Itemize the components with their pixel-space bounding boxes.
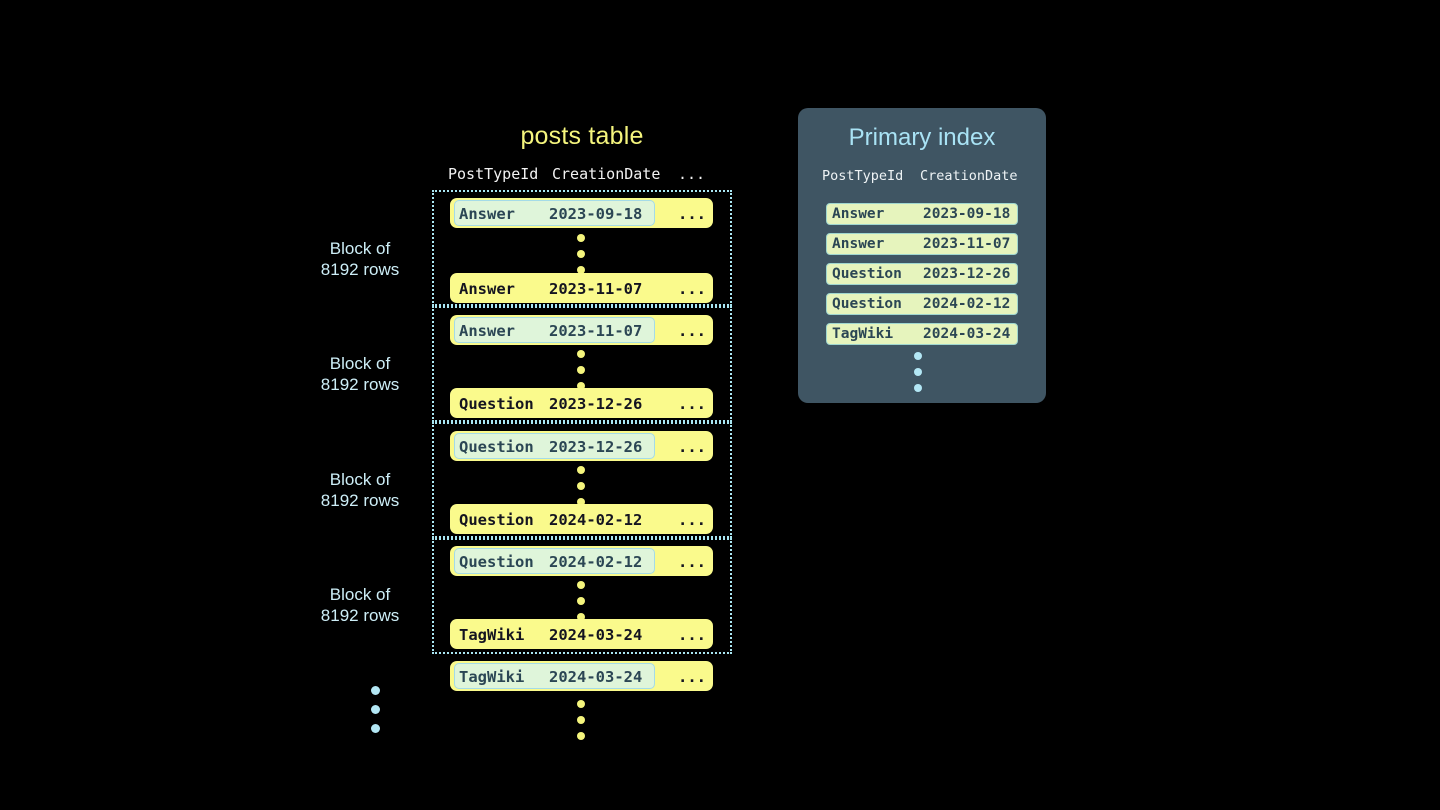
table-row-trailing: TagWiki 2024-03-24 ...	[450, 661, 713, 691]
index-cell-creation-date: 2024-03-24	[923, 326, 1011, 342]
cell-post-type-id: Answer	[459, 322, 515, 340]
posts-table-title: posts table	[520, 122, 644, 150]
index-cell-post-type-id: Answer	[832, 206, 885, 222]
cell-more: ...	[678, 280, 706, 298]
cell-creation-date: 2024-02-12	[549, 553, 643, 571]
cell-post-type-id: Question	[459, 395, 534, 413]
index-cell-post-type-id: Question	[832, 296, 902, 312]
primary-index-panel	[798, 108, 1046, 403]
cell-creation-date: 2024-03-24	[549, 668, 643, 686]
cell-creation-date: 2024-02-12	[549, 511, 643, 529]
cell-creation-date: 2023-12-26	[549, 438, 643, 456]
block-1-label-line-2: 8192 rows	[320, 260, 400, 279]
index-row: Answer 2023-09-18	[826, 203, 1018, 225]
table-row: Question 2024-02-12 ...	[450, 546, 713, 576]
cell-post-type-id: TagWiki	[459, 626, 525, 644]
primary-index-continuation-ellipsis	[914, 352, 924, 400]
header-creation-date: CreationDate	[552, 165, 661, 183]
index-cell-post-type-id: Answer	[832, 236, 885, 252]
block-2	[432, 306, 732, 422]
primary-index-column-headers: PostTypeId CreationDate	[816, 168, 1028, 188]
cell-post-type-id: Question	[459, 553, 534, 571]
cell-post-type-id: Question	[459, 511, 534, 529]
index-row: TagWiki 2024-03-24	[826, 323, 1018, 345]
index-header-creation-date: CreationDate	[920, 168, 1018, 184]
block-4-label: Block of 8192 rows	[300, 584, 420, 626]
block-3-row-ellipsis	[577, 466, 587, 514]
block-1-label-line-1: Block of	[329, 239, 391, 258]
cell-more: ...	[678, 511, 706, 529]
cell-creation-date: 2023-12-26	[549, 395, 643, 413]
block-continuation-ellipsis	[371, 686, 381, 743]
index-row: Question 2024-02-12	[826, 293, 1018, 315]
index-cell-creation-date: 2023-11-07	[923, 236, 1011, 252]
index-cell-post-type-id: Question	[832, 266, 902, 282]
index-key-highlight	[454, 317, 655, 343]
block-2-label-line-2: 8192 rows	[320, 375, 400, 394]
index-row: Answer 2023-11-07	[826, 233, 1018, 255]
block-4-label-line-1: Block of	[329, 585, 391, 604]
table-row: Question 2023-12-26 ...	[450, 388, 713, 418]
index-cell-creation-date: 2023-09-18	[923, 206, 1011, 222]
block-1-label: Block of 8192 rows	[300, 238, 420, 280]
cell-post-type-id: TagWiki	[459, 668, 525, 686]
cell-post-type-id: Answer	[459, 280, 515, 298]
table-row: TagWiki 2024-03-24 ...	[450, 619, 713, 649]
table-row: Answer 2023-11-07 ...	[450, 273, 713, 303]
index-key-highlight	[454, 663, 655, 689]
block-4-label-line-2: 8192 rows	[320, 606, 400, 625]
index-key-highlight	[454, 548, 655, 574]
index-cell-creation-date: 2023-12-26	[923, 266, 1011, 282]
table-row: Answer 2023-11-07 ...	[450, 315, 713, 345]
cell-more: ...	[678, 205, 706, 223]
cell-creation-date: 2023-11-07	[549, 322, 643, 340]
block-4	[432, 538, 732, 654]
cell-creation-date: 2023-09-18	[549, 205, 643, 223]
index-key-highlight	[454, 200, 655, 226]
index-header-post-type-id: PostTypeId	[822, 168, 904, 184]
index-cell-creation-date: 2024-02-12	[923, 296, 1011, 312]
block-1-row-ellipsis	[577, 234, 587, 282]
block-2-label: Block of 8192 rows	[300, 353, 420, 395]
index-cell-post-type-id: TagWiki	[832, 326, 894, 342]
cell-more: ...	[678, 626, 706, 644]
cell-more: ...	[678, 395, 706, 413]
block-3-label-line-1: Block of	[329, 470, 391, 489]
cell-post-type-id: Answer	[459, 205, 515, 223]
table-row: Question 2024-02-12 ...	[450, 504, 713, 534]
index-row: Question 2023-12-26	[826, 263, 1018, 285]
block-2-label-line-1: Block of	[329, 354, 391, 373]
cell-more: ...	[678, 668, 706, 686]
cell-more: ...	[678, 438, 706, 456]
header-more-columns: ...	[678, 165, 706, 183]
block-3-label-line-2: 8192 rows	[320, 491, 400, 510]
posts-table-continuation-ellipsis	[577, 700, 587, 748]
cell-more: ...	[678, 553, 706, 571]
header-post-type-id: PostTypeId	[448, 165, 539, 183]
posts-table-column-headers: PostTypeId CreationDate ...	[440, 165, 722, 187]
primary-index-title: Primary index	[848, 124, 996, 151]
table-row: Answer 2023-09-18 ...	[450, 198, 713, 228]
index-key-highlight	[454, 433, 655, 459]
block-3	[432, 422, 732, 538]
block-1	[432, 190, 732, 306]
block-3-label: Block of 8192 rows	[300, 469, 420, 511]
block-2-row-ellipsis	[577, 350, 587, 398]
cell-creation-date: 2023-11-07	[549, 280, 643, 298]
block-4-row-ellipsis	[577, 581, 587, 629]
cell-post-type-id: Question	[459, 438, 534, 456]
cell-creation-date: 2024-03-24	[549, 626, 643, 644]
table-row: Question 2023-12-26 ...	[450, 431, 713, 461]
cell-more: ...	[678, 322, 706, 340]
